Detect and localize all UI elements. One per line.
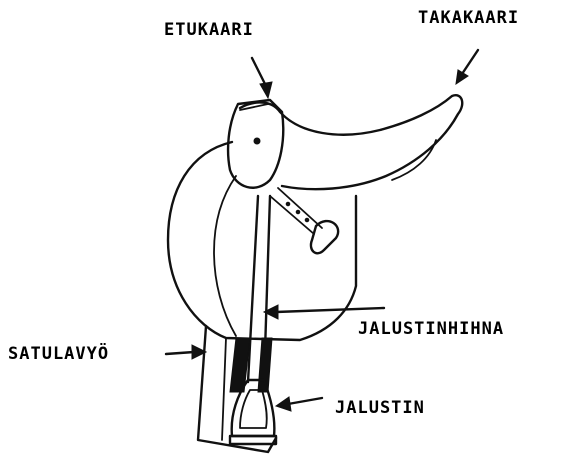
label-stirrup-leather: JALUSTINHIHNA: [358, 321, 504, 338]
stirrup-iron-inner: [240, 390, 267, 428]
label-stirrup: JALUSTIN: [335, 400, 425, 417]
arrow-girth: [166, 345, 206, 359]
girth-band-inner: [222, 338, 226, 440]
label-front-arch: ETUKAARI: [164, 22, 254, 39]
pommel-rivet: [254, 138, 260, 144]
strap-hole-3: [305, 218, 309, 222]
girth-strap-dark-1: [230, 338, 250, 392]
arrow-stirrup-leather: [264, 305, 384, 319]
arrow-stirrup: [276, 397, 322, 411]
stirrup-tread: [230, 436, 276, 444]
label-girth: SATULAVYÖ: [8, 346, 109, 363]
strap-buckle: [311, 221, 338, 253]
knee-roll-line: [214, 176, 236, 336]
arrow-front-arch: [252, 58, 272, 98]
label-rear-arch: TAKAKAARI: [418, 10, 519, 27]
strap-hole-1: [286, 202, 290, 206]
strap-hole-2: [296, 210, 300, 214]
arrow-rear-arch: [456, 50, 478, 84]
